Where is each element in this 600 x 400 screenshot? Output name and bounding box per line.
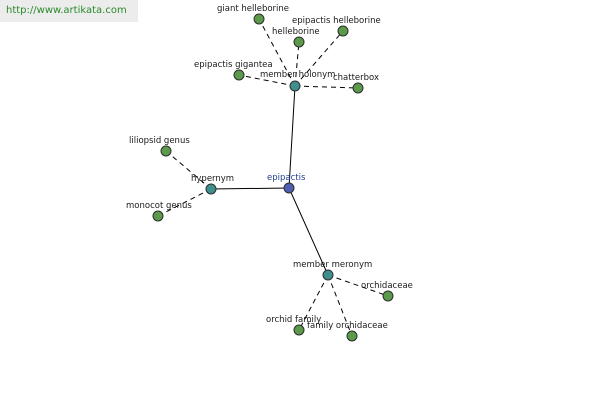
label-epipactis-gigantea: epipactis gigantea — [194, 60, 273, 70]
label-epipactis: epipactis — [267, 173, 306, 183]
label-orchid-family: orchid family — [266, 315, 321, 325]
node-chatterbox[interactable] — [352, 82, 364, 94]
label-member-holonym: member holonym — [260, 70, 335, 80]
node-orchid-family[interactable] — [293, 324, 305, 336]
node-hypernym[interactable] — [205, 183, 217, 195]
node-epipactis-helleborine[interactable] — [337, 25, 349, 37]
node-giant-helleborine[interactable] — [253, 13, 265, 25]
edge-holonym-epipactis-gigantea — [238, 74, 296, 87]
node-family-orchidaceae[interactable] — [346, 330, 358, 342]
edge-holonym-chatterbox — [294, 85, 359, 89]
watermark-url: http://www.artikata.com — [0, 0, 138, 22]
node-epipactis-gigantea[interactable] — [233, 69, 245, 81]
edge-epipactis-hypernym — [210, 187, 290, 190]
label-chatterbox: chatterbox — [333, 73, 379, 83]
edge-meronym-family-orchidaceae — [327, 274, 353, 337]
edge-hypernym-liliopsid-genus — [165, 150, 212, 190]
node-monocot-genus[interactable] — [152, 210, 164, 222]
label-member-meronym: member meronym — [293, 260, 372, 270]
label-orchidaceae: orchidaceae — [361, 281, 413, 291]
label-liliopsid-genus: liliopsid genus — [129, 136, 190, 146]
label-hypernym: hypernym — [191, 174, 234, 184]
edge-holonym-helleborine — [294, 41, 300, 87]
edge-holonym-giant-helleborine — [258, 18, 296, 87]
edge-epipactis-member-holonym — [288, 85, 296, 189]
label-giant-helleborine: giant helleborine — [217, 4, 289, 14]
edge-epipactis-member-meronym — [288, 187, 329, 276]
label-epipactis-helleborine: epipactis helleborine — [292, 16, 381, 26]
node-member-holonym[interactable] — [289, 80, 301, 92]
node-member-meronym[interactable] — [322, 269, 334, 281]
node-liliopsid-genus[interactable] — [160, 145, 172, 157]
edge-meronym-orchid-family — [298, 274, 329, 331]
node-helleborine[interactable] — [293, 36, 305, 48]
node-epipactis[interactable] — [283, 182, 295, 194]
edge-holonym-epipactis-helleborine — [294, 30, 344, 87]
node-orchidaceae[interactable] — [382, 290, 394, 302]
label-family-orchidaceae: family orchidaceae — [307, 321, 388, 331]
edge-meronym-orchidaceae — [327, 274, 389, 297]
label-helleborine: helleborine — [272, 27, 320, 37]
edge-hypernym-monocot-genus — [157, 188, 212, 217]
label-monocot-genus: monocot genus — [126, 201, 192, 211]
